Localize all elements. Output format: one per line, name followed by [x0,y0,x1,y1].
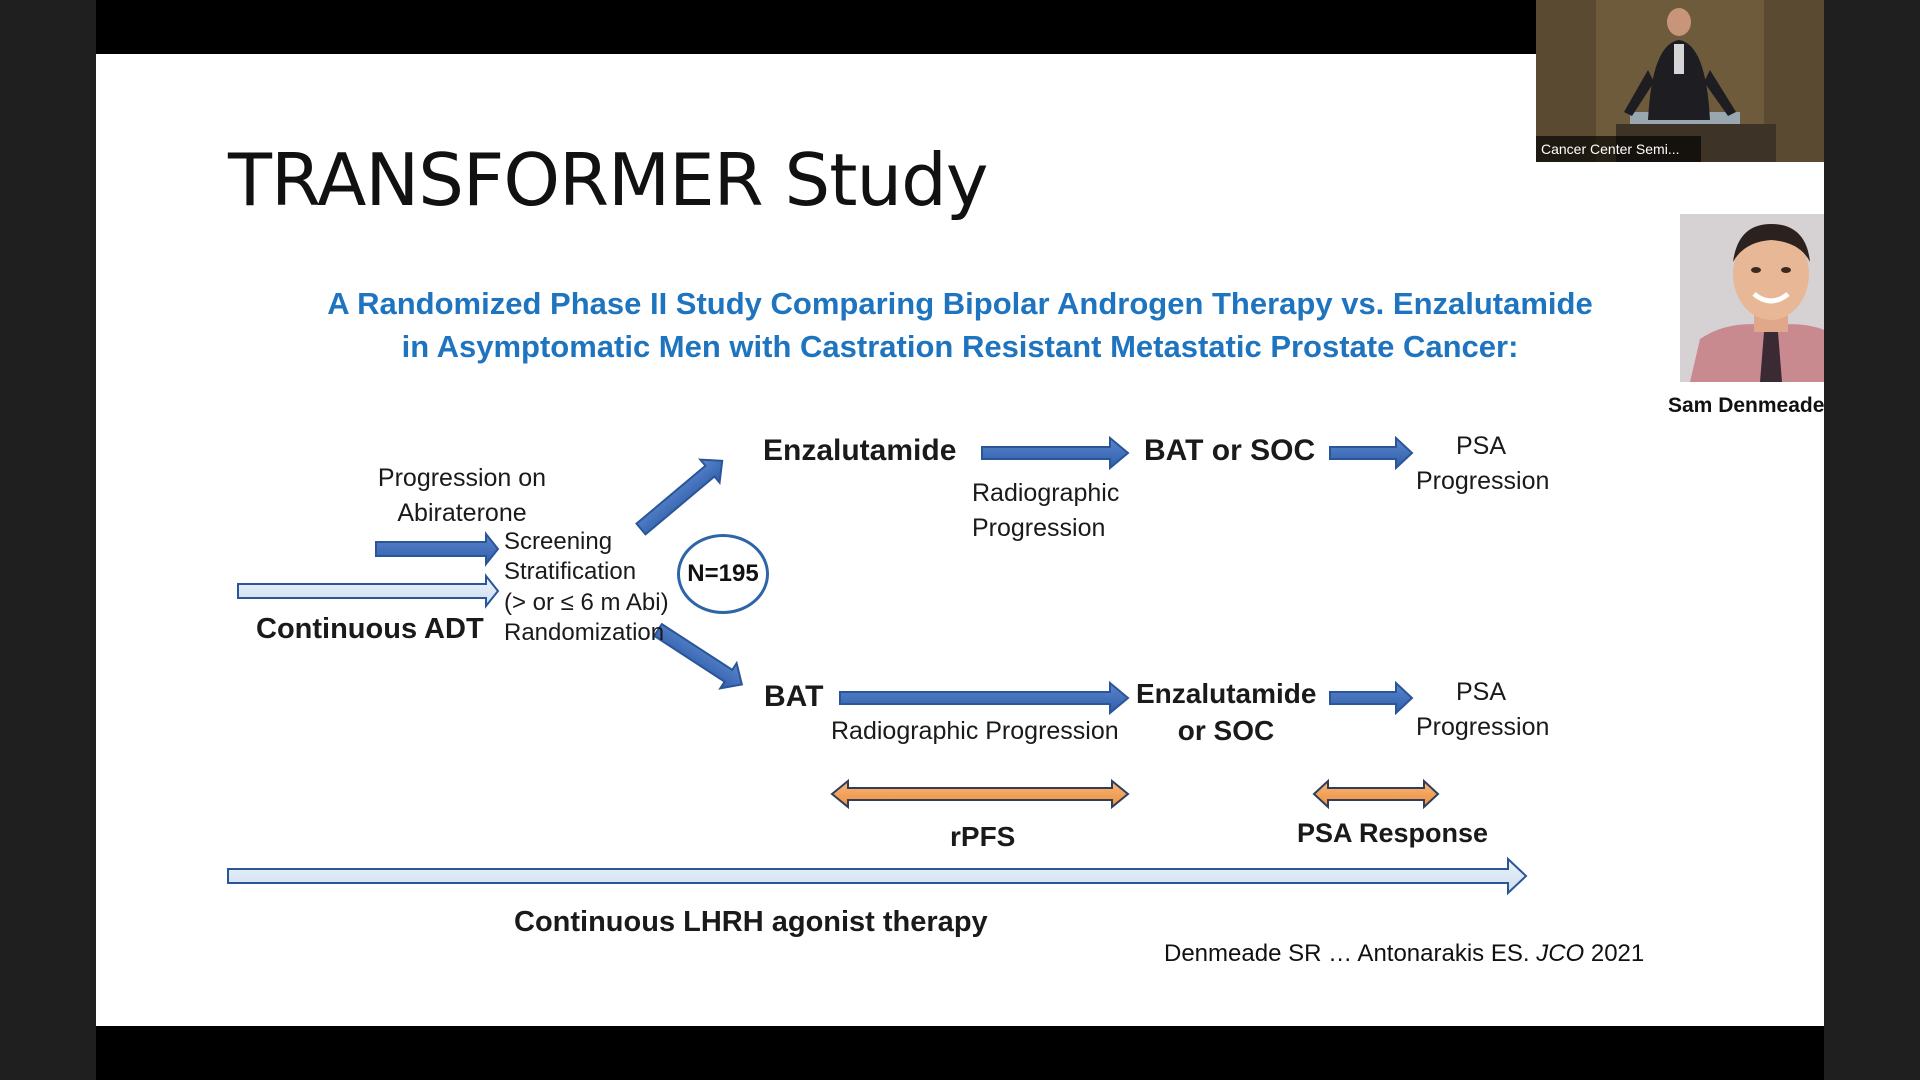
arm2-crossover-line1: Enzalutamide [1136,678,1316,710]
rpfs-double-arrow [832,781,1128,807]
arm2-trigger-label: Radiographic Progression [831,717,1119,746]
arm2-start-label: BAT [764,680,823,714]
continuous-adt-arrow [238,576,498,606]
continuous-adt-label: Continuous ADT [256,613,484,646]
slide-subtitle-line2: in Asymptomatic Men with Castration Resi… [156,329,1764,365]
progression-arrow [376,534,498,564]
randomize-up-arrow [631,449,731,540]
arm1-trigger-line1: Radiographic [972,479,1119,508]
arm2-end-arrow [1330,683,1412,713]
arm1-progression-arrow [982,438,1128,468]
citation-authors: Denmeade SR … Antonarakis ES. [1164,940,1536,967]
psa-response-double-arrow [1314,781,1438,807]
sample-size-circle: N=195 [677,534,769,614]
citation-journal: JCO [1536,940,1584,967]
citation-year: 2021 [1584,940,1644,967]
arm1-crossover-label: BAT or SOC [1144,434,1315,468]
speaker-video-thumbnail[interactable]: Cancer Center Semi... [1536,0,1824,162]
stratification-label: Stratification [504,558,636,586]
progression-label-line1: Progression on [346,464,578,493]
screening-label: Screening [504,528,612,556]
arm2-end-line2: Progression [1416,713,1546,742]
progression-label-line2: Abiraterone [346,499,578,528]
arm1-end-arrow [1330,438,1412,468]
sample-size-label: N=195 [687,560,758,588]
arm2-progression-arrow [840,683,1128,713]
citation: Denmeade SR … Antonarakis ES. JCO 2021 [1164,940,1644,968]
arm1-start-label: Enzalutamide [763,434,956,468]
slide-subtitle-line1: A Randomized Phase II Study Comparing Bi… [156,286,1764,322]
presenter-photo [1680,214,1824,382]
stratification-detail-label: (> or ≤ 6 m Abi) [504,589,669,617]
bottom-letterbox [96,1026,1824,1080]
video-label: Cancer Center Semi... [1536,136,1701,162]
arm1-end-line2: Progression [1416,467,1546,496]
psa-response-label: PSA Response [1297,818,1488,849]
rpfs-label: rPFS [950,821,1015,853]
lhrh-arrow [228,859,1526,893]
arm2-end-line1: PSA [1416,678,1546,707]
arm1-trigger-line2: Progression [972,514,1105,543]
randomize-down-arrow [650,617,750,697]
lhrh-label: Continuous LHRH agonist therapy [514,906,988,939]
presentation-slide: TRANSFORMER Study A Randomized Phase II … [96,54,1824,1026]
arm1-end-line1: PSA [1416,432,1546,461]
randomization-label: Randomization [504,619,664,647]
arm2-crossover-line2: or SOC [1136,715,1316,747]
slide-title: TRANSFORMER Study [228,138,987,222]
presenter-name: Sam Denmeade, M.D. [1668,394,1824,418]
